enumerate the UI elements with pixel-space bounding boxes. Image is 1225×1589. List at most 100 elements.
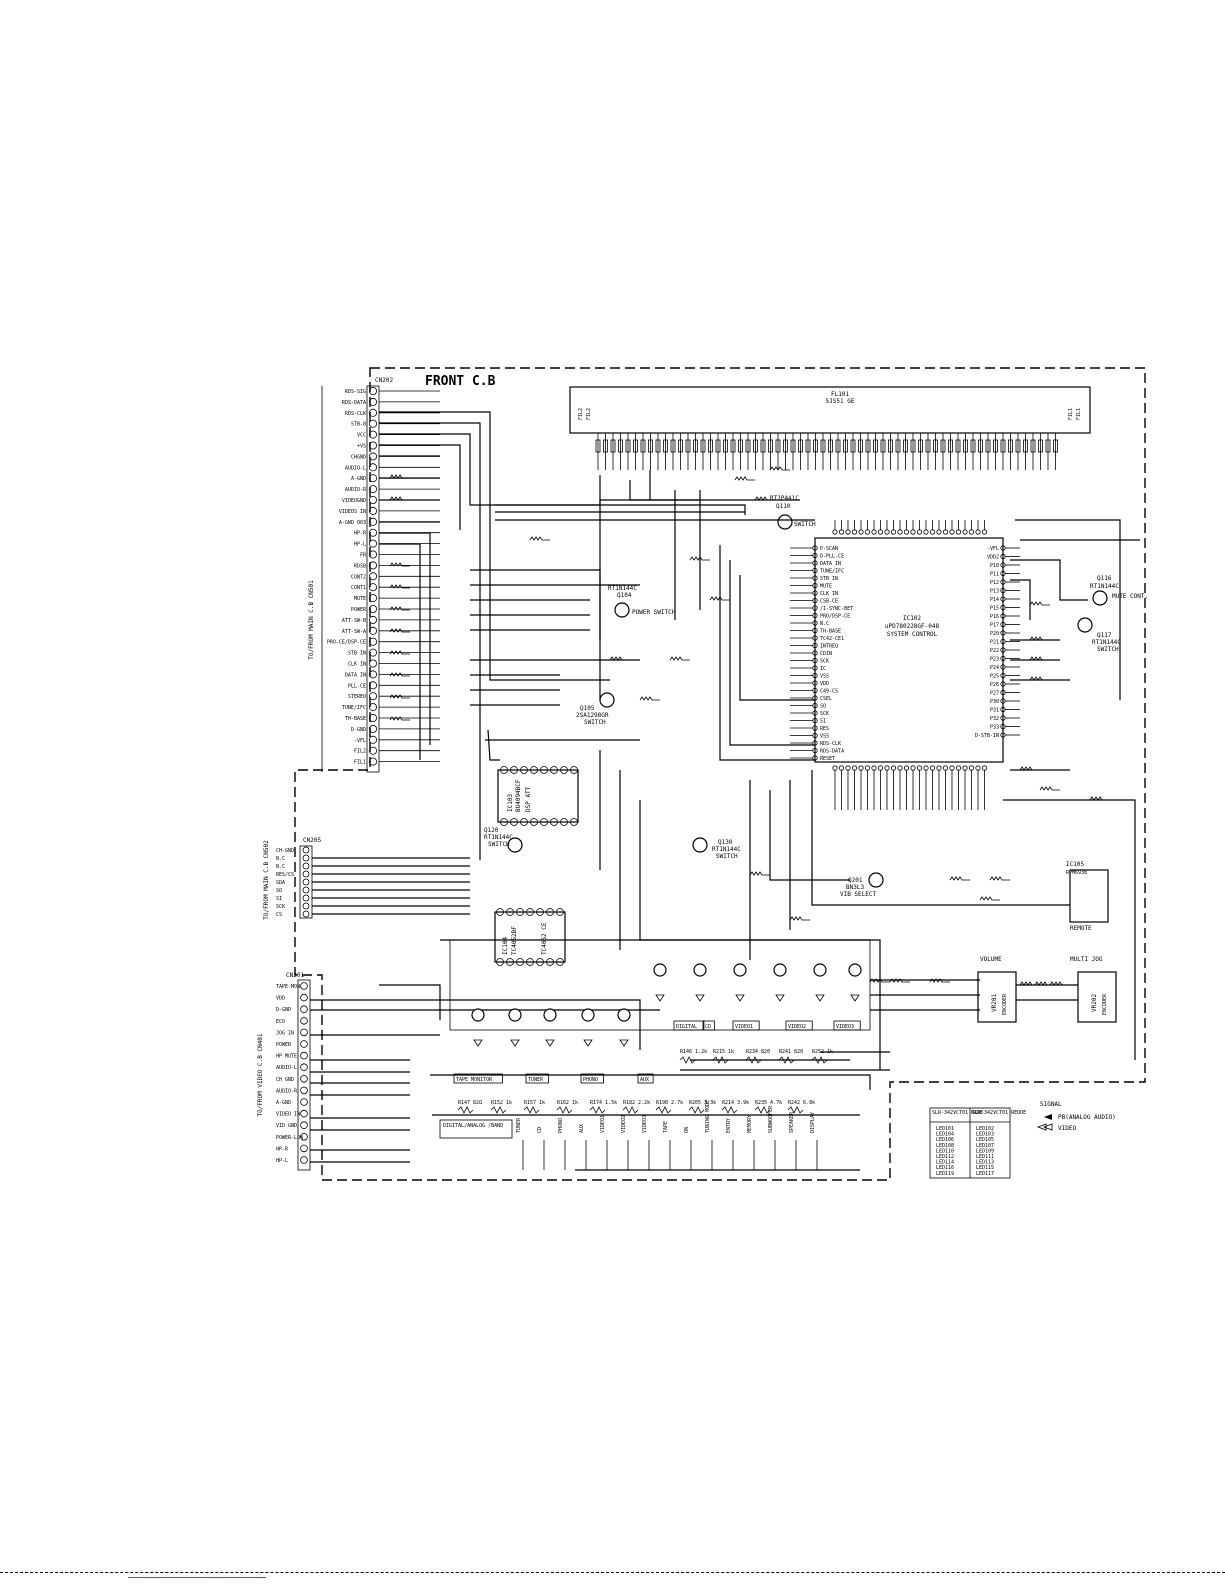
ic102-right-pin-label: P33 — [990, 725, 999, 731]
ic102-bottom-pin-dot — [845, 765, 851, 771]
cn202-pin-dot — [368, 408, 377, 417]
fl101-resistor — [805, 439, 811, 453]
connector-cn201-body — [297, 979, 311, 1171]
encoder-vr201: VOLUME VR201 ENCODER — [977, 956, 1017, 1023]
ic102-bottom-pin-dot — [955, 765, 962, 771]
fl101-resistor — [708, 439, 713, 453]
ic104-pin-dot — [546, 958, 554, 966]
resistor-zigzag — [529, 536, 550, 541]
encoder-vr202-label: MULTI JOG — [1070, 956, 1103, 963]
board-outline — [294, 367, 1146, 1181]
cn205-pin-label: SDA — [276, 880, 285, 886]
ic102-top-pin-dot — [968, 529, 975, 535]
cn202-pin-dot — [368, 452, 377, 461]
ic102-right-pin-label: D-STB-IN — [975, 733, 999, 739]
ic-ic102-top-legs — [832, 520, 988, 535]
fl101-resistor — [633, 439, 638, 453]
ic103-pin-dot — [540, 818, 548, 826]
ic102-right-pin-label: P27 — [990, 691, 999, 697]
resistor-zigzag — [389, 628, 410, 633]
led-driver-transistor — [653, 963, 667, 977]
fl101-resistor — [1030, 439, 1036, 453]
cn205-pin-label: N.C — [276, 856, 285, 862]
ic102-left-pin-label: PRO/DSP-CE — [820, 614, 850, 620]
cn202-pin-dot — [368, 605, 377, 614]
transistor-q116-ref: Q116 — [1097, 575, 1112, 582]
ic102-right-pin-label: P15 — [990, 606, 999, 612]
ladder-resistor-label: R242 6.8k — [788, 1100, 815, 1106]
cn202-pin-label: PLL-CE — [348, 683, 366, 689]
cn202-pin-dot — [368, 561, 377, 570]
led-label: DIGITAL — [676, 1024, 697, 1030]
ic102-left-pin-label: TC42-CE1 — [820, 636, 844, 642]
ic-ic102-body — [814, 537, 1004, 763]
cn202-pin-label: POWER — [351, 607, 367, 613]
ic-ic103-chip — [497, 769, 579, 823]
resistor-zigzag — [929, 978, 950, 983]
ic102-bottom-pin-dot — [929, 765, 936, 771]
cn201-pin-dot — [300, 1086, 308, 1095]
ladder-resistor-zigzag — [778, 1056, 795, 1064]
cn202-pin-dot — [368, 583, 377, 592]
ladder-resistor-zigzag — [745, 1056, 762, 1064]
ic103-pin-dot — [550, 766, 558, 774]
signal-legend-title: SIGNAL — [1040, 1101, 1062, 1108]
cn202-pin-dot — [368, 517, 377, 526]
ladder-resistor-zigzag — [811, 1056, 828, 1064]
ic102-right-pin-label: P10 — [990, 563, 999, 569]
led-driver-transistor — [848, 963, 862, 977]
cn202-pin-label: HP-R — [354, 531, 367, 537]
led-bank-items — [471, 963, 862, 1047]
fl101-resistor — [790, 439, 796, 453]
encoder-vr202-ref: VR202 — [1091, 994, 1098, 1012]
led-driver-transistor — [773, 963, 787, 977]
ladder-resistor-label: R215 1k — [713, 1049, 734, 1055]
fl101-resistor — [663, 439, 668, 453]
schematic-wiring — [310, 411, 1140, 1171]
page-footer-rule — [0, 1572, 1225, 1573]
cn202-pin-dot — [368, 441, 377, 450]
fl101-resistor — [783, 439, 788, 453]
fl101-resistor — [985, 439, 991, 453]
connector-cn202-body — [366, 385, 380, 773]
ic102-top-pin-dot — [871, 529, 877, 535]
ic102-bottom-pin-dot — [981, 765, 988, 771]
ladder-resistor-zigzag — [523, 1106, 540, 1114]
led-label: VIDEO3 — [836, 1024, 854, 1030]
led-diode-icon — [510, 1039, 520, 1047]
cn202-pin-dot — [368, 495, 377, 504]
cn202-pin-dot — [368, 572, 377, 581]
resistor-zigzag — [389, 474, 410, 479]
ic102-right-pin-label: P31 — [990, 708, 999, 714]
resistor-zigzag — [389, 716, 410, 721]
cn202-pin-dot — [368, 463, 377, 472]
fl101-resistor — [1045, 439, 1051, 453]
ic102-top-pin-dot — [936, 529, 942, 535]
resistor-zigzag — [1029, 656, 1050, 661]
led-table-cell: LED119 — [936, 1171, 954, 1177]
ic-ic102-ref: IC102 — [903, 615, 921, 622]
switch-label: AUX — [579, 1124, 585, 1133]
ic102-top-pin-dot — [916, 529, 923, 535]
ic-ic104-function: TC4052 CE — [541, 922, 548, 955]
cn202-pin-label: PRO-CE/DSP-CE — [327, 640, 366, 646]
transistor-q110-function: SWITCH — [794, 521, 816, 528]
fl101-resistor — [618, 439, 623, 453]
resistor-zigzag — [1039, 786, 1060, 791]
ic102-top-pin-dot — [962, 529, 968, 535]
ic102-left-pin-label: SCK — [820, 711, 829, 717]
switch-label: TUNER — [516, 1117, 522, 1133]
ladder-resistor-label: R252 1k — [812, 1049, 833, 1055]
led-label-box — [525, 1073, 549, 1084]
led-table-cell: LED109 — [976, 1148, 994, 1154]
cn202-pin-label: D-GND — [351, 727, 366, 733]
ic102-bottom-pin-dot — [916, 765, 923, 771]
connector-cn201-side-label: TO/FROM VIDEO C.B CN401 — [257, 1033, 264, 1116]
ic102-top-pin-dot — [981, 529, 988, 535]
ic102-bottom-pin-dot — [851, 765, 858, 771]
fl101-resistor — [978, 439, 983, 453]
cn202-pin-label: AUDIO-R — [345, 487, 367, 493]
cn202-pin-dot — [368, 746, 377, 755]
